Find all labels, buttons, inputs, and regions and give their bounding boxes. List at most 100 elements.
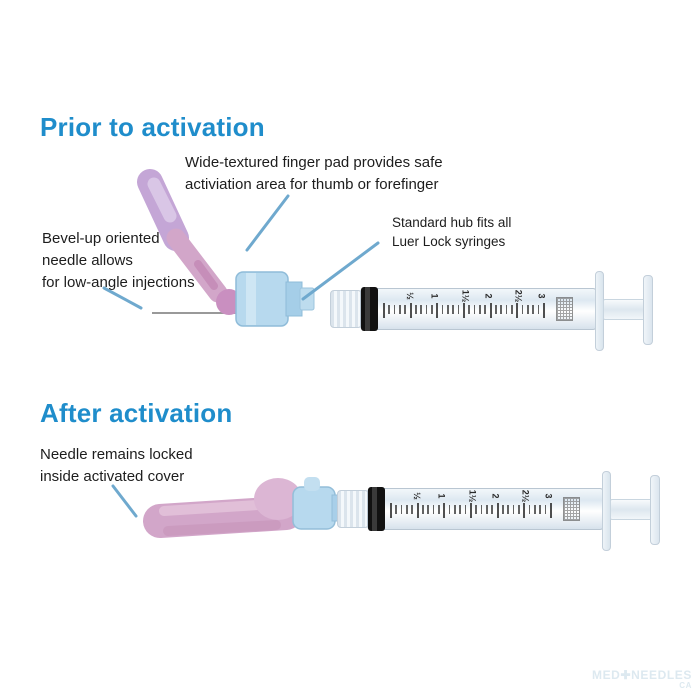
syringe-tip-collar	[337, 490, 369, 528]
safety-cover-arm-shade	[194, 260, 218, 290]
graduation-tick	[479, 305, 481, 314]
graduation-number: ½	[404, 292, 415, 300]
graduation-tick	[539, 505, 541, 514]
graduation-tick	[411, 505, 413, 514]
syringe-barrel: ½ 1 1½ 2 2½ 3	[367, 488, 604, 530]
locked-annotation: Needle remains locked inside activated c…	[40, 444, 193, 488]
graduation-tick	[416, 503, 419, 518]
bevel-annotation: Bevel-up oriented needle allows for low-…	[42, 228, 195, 293]
graduation-tick	[427, 505, 429, 514]
plunger-thumb-rest	[650, 475, 660, 545]
graduation-tick	[523, 503, 526, 518]
graduation-tick	[436, 303, 439, 318]
graduation-tick	[500, 305, 502, 314]
graduation-number: 3	[536, 293, 547, 299]
graduation-tick	[390, 503, 392, 518]
graduation-scale: ½ 1 1½ 2 2½ 3	[390, 489, 554, 528]
graduation-tick	[496, 503, 499, 518]
graduation-tick	[400, 505, 403, 514]
graduation-tick	[457, 305, 460, 314]
graduation-tick	[537, 305, 540, 314]
syringe-tip-collar	[330, 290, 362, 328]
graduation-tick	[409, 303, 412, 318]
graduation-number: ½	[411, 492, 422, 500]
luer-hub-tip	[299, 287, 315, 311]
graduation-tick	[518, 505, 520, 514]
graduation-tick	[505, 305, 508, 314]
graduation-tick	[432, 505, 435, 514]
graduation-number: 2	[490, 493, 501, 499]
after-activation-heading: After activation	[40, 398, 233, 428]
plunger-stopper	[361, 287, 378, 331]
graduation-tick	[534, 505, 536, 514]
graduation-tick	[495, 305, 497, 314]
watermark-part2: NEEDLES	[631, 668, 692, 682]
graduation-tick	[420, 305, 422, 314]
syringe-bottom: ½ 1 1½ 2 2½ 3	[337, 463, 667, 558]
graduation-tick	[404, 305, 406, 314]
graduation-tick	[486, 505, 488, 514]
watermark-sub: CA	[679, 681, 692, 690]
barrel-print-mark	[556, 297, 573, 321]
plunger-thumb-rest	[643, 275, 653, 345]
safety-cover-hinge	[216, 289, 242, 315]
graduation-tick	[484, 305, 486, 314]
bevel-annotation-line3: for low-angle injections	[42, 273, 195, 291]
bevel-annotation-line2: needle allows	[42, 251, 133, 269]
hub-annotation: Standard hub fits all Luer Lock syringes	[392, 214, 511, 252]
graduation-tick	[532, 305, 534, 314]
graduation-number: 1½	[467, 489, 478, 503]
luer-hub-highlight	[246, 273, 256, 325]
graduation-tick	[470, 503, 472, 518]
bevel-annotation-line1: Bevel-up oriented	[42, 230, 160, 247]
safety-cover-locked	[143, 496, 303, 538]
graduation-number: 1½	[460, 289, 471, 303]
graduation-tick	[521, 305, 524, 314]
graduation-tick	[438, 505, 440, 514]
luer-hub	[292, 486, 336, 530]
finger-pad-annotation: Wide-textured finger pad provides safe a…	[185, 152, 443, 196]
graduation-tick	[388, 305, 390, 314]
graduation-tick	[489, 303, 492, 318]
graduation-tick	[502, 505, 504, 514]
graduation-tick	[452, 305, 454, 314]
safety-cover-pad-highlight	[147, 177, 177, 223]
graduation-tick	[464, 505, 467, 514]
luer-hub-collar	[285, 281, 303, 317]
graduation-tick	[543, 303, 545, 318]
graduation-tick	[491, 505, 493, 514]
barrel-print-mark	[563, 497, 580, 521]
leader-line-finger-pad	[245, 194, 290, 252]
graduation-tick	[511, 305, 513, 314]
graduation-tick	[528, 505, 531, 514]
graduation-tick	[516, 303, 519, 318]
graduation-number: 3	[543, 493, 554, 499]
graduation-number: 1	[436, 493, 447, 499]
graduation-tick	[393, 305, 396, 314]
graduation-tick	[454, 505, 456, 514]
graduation-tick	[447, 305, 449, 314]
graduation-tick	[550, 503, 552, 518]
graduation-tick	[415, 305, 417, 314]
graduation-tick	[443, 503, 446, 518]
safety-cover-locked-shade	[163, 520, 281, 536]
graduation-number: 2	[483, 293, 494, 299]
plunger-stopper	[368, 487, 385, 531]
graduation-tick	[473, 305, 476, 314]
graduation-tick	[406, 505, 408, 514]
graduation-tick	[544, 505, 547, 514]
locked-annotation-line2: inside activated cover	[40, 467, 185, 485]
graduation-tick	[512, 505, 515, 514]
locked-annotation-line1: Needle remains locked	[40, 446, 193, 463]
plunger-rod	[610, 499, 652, 520]
leader-line-locked	[111, 484, 138, 518]
watermark-part1: MED	[591, 668, 621, 682]
graduation-tick	[395, 505, 397, 514]
graduation-number: 2½	[520, 489, 531, 503]
watermark: MED✚NEEDLES CA	[592, 669, 692, 690]
prior-activation-heading: Prior to activation	[40, 112, 265, 142]
